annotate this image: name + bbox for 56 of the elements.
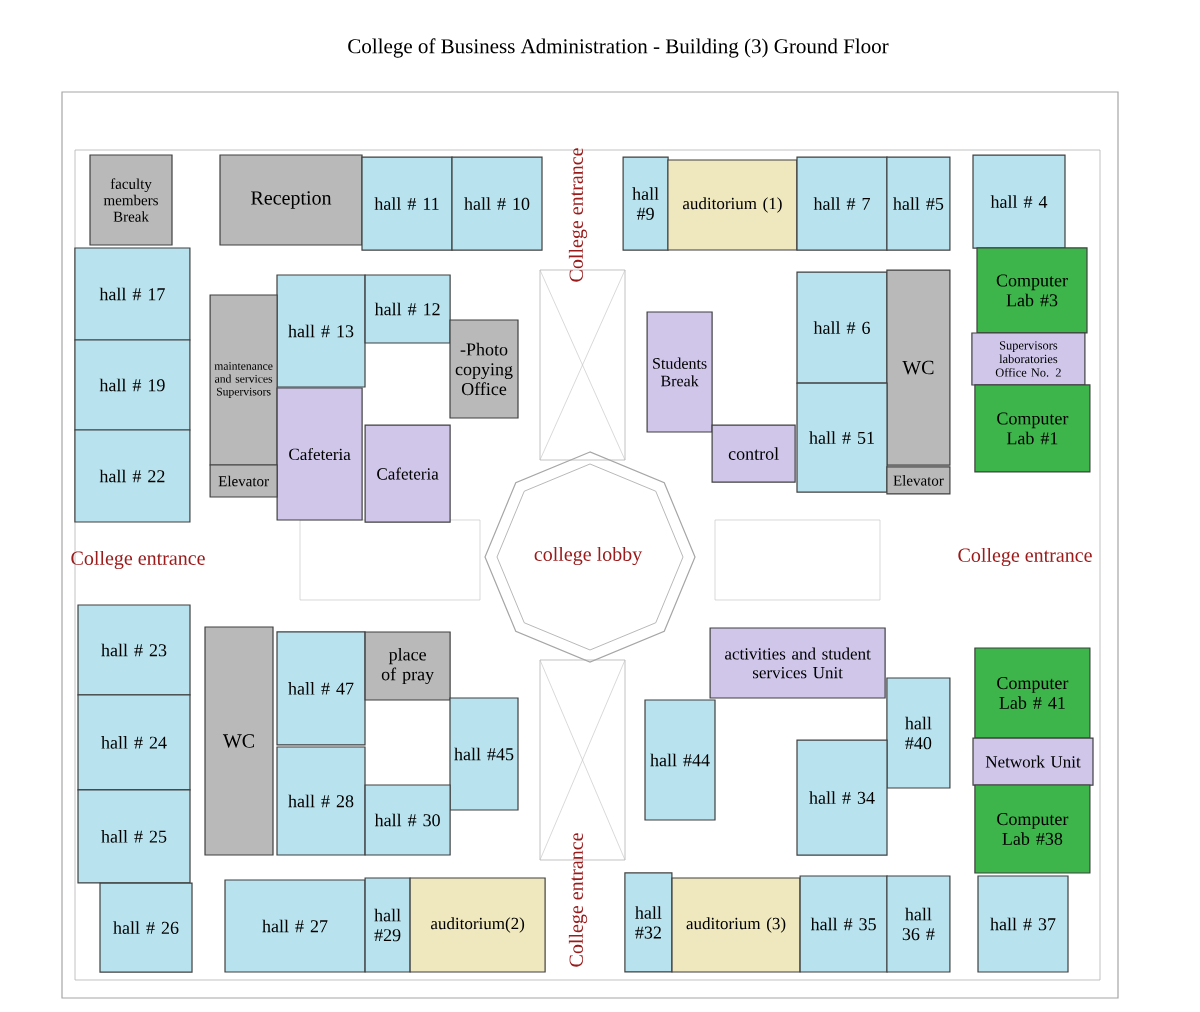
room: control xyxy=(711,424,796,483)
room: activities and student services Unit xyxy=(709,627,886,699)
room: auditorium (3) xyxy=(671,877,801,973)
room: hall # 26 xyxy=(99,882,193,973)
room: hall # 19 xyxy=(74,339,191,431)
room: hall # 25 xyxy=(77,789,191,884)
room: Supervisors laboratories Office No. 2 xyxy=(971,332,1086,386)
area-label: College entrance xyxy=(568,833,588,967)
room: hall # 12 xyxy=(364,274,451,344)
room: hall # 17 xyxy=(74,247,191,341)
room: auditorium(2) xyxy=(409,877,546,973)
room: Elevator xyxy=(886,466,951,495)
room: hall #40 xyxy=(886,677,951,789)
room: hall # 22 xyxy=(74,429,191,523)
area-label: College entrance xyxy=(958,547,1092,567)
room: auditorium (1) xyxy=(667,159,798,251)
room: Students Break xyxy=(646,311,713,433)
room: Computer Lab #3 xyxy=(976,247,1088,334)
room: hall # 35 xyxy=(799,875,888,973)
room: Computer Lab #38 xyxy=(974,784,1091,874)
room: hall #29 xyxy=(364,877,411,973)
room: faculty members Break xyxy=(89,154,173,246)
room: Computer Lab #1 xyxy=(974,384,1091,473)
room: hall #44 xyxy=(644,699,716,821)
room: hall # 23 xyxy=(77,604,191,696)
room: hall # 4 xyxy=(972,154,1066,249)
room: -Photo copying Office xyxy=(449,319,519,419)
room: Reception xyxy=(219,154,363,246)
room: hall #32 xyxy=(624,872,673,973)
room: hall # 28 xyxy=(276,746,366,856)
room: hall # 13 xyxy=(276,274,366,388)
room: hall # 6 xyxy=(796,271,888,384)
room: Elevator xyxy=(209,464,278,498)
room: Network Unit xyxy=(972,737,1094,786)
room: hall # 7 xyxy=(796,156,888,251)
title: College of Business Administration - Building (3) Ground Floor xyxy=(348,38,889,58)
room: place of pray xyxy=(364,631,451,701)
room: hall # 37 xyxy=(977,875,1069,973)
room: Computer Lab # 41 xyxy=(974,647,1091,739)
room: Cafeteria xyxy=(364,424,451,523)
room: hall #5 xyxy=(886,156,951,251)
room: hall # 10 xyxy=(451,156,543,251)
room: WC xyxy=(204,626,274,856)
area-label: college lobby xyxy=(534,546,643,566)
room: hall # 24 xyxy=(77,694,191,791)
room: Cafeteria xyxy=(276,387,363,521)
room: hall # 51 xyxy=(796,382,888,493)
room: hall # 30 xyxy=(364,784,451,856)
room: hall 36 # xyxy=(886,875,951,973)
room: hall # 34 xyxy=(796,739,888,856)
room: hall #45 xyxy=(449,697,519,811)
area-label: College entrance xyxy=(71,550,205,570)
area-label: College entrance xyxy=(568,148,588,282)
room: hall # 47 xyxy=(276,631,366,746)
room: hall #9 xyxy=(622,156,669,251)
room: hall # 11 xyxy=(361,156,453,251)
